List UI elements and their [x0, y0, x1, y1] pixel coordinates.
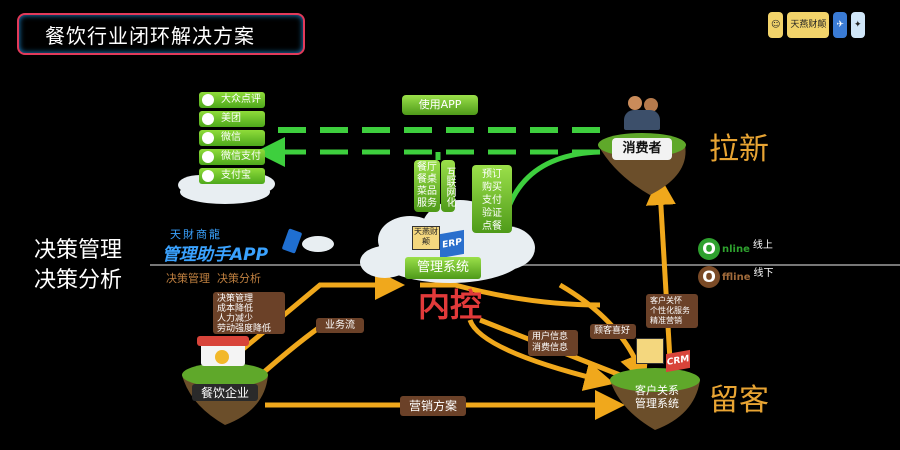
logo-face-icon: ☺	[768, 12, 784, 38]
erp-icon: ERP	[440, 229, 464, 259]
center-to-crm-line	[420, 282, 601, 308]
brand-logos: ☺ 天燕财颠 ✈ ✦	[768, 12, 865, 38]
dianping-icon	[202, 94, 214, 106]
marketing-plan-label: 营销方案	[400, 396, 466, 416]
user-info-label: 用户信息 消费信息	[528, 330, 578, 356]
platform-dianping[interactable]: 大众点评	[199, 92, 265, 108]
offline-label: 线下	[753, 267, 774, 279]
logo-badge-icon: ✦	[850, 12, 865, 38]
business-flow-arrow	[228, 270, 405, 362]
slide-title: 餐饮行业闭环解决方案	[17, 13, 305, 55]
restaurant-building-icon	[197, 332, 249, 368]
decision-sub-label: 决策管理 决策分析	[166, 272, 261, 285]
consumer-label: 消费者	[612, 138, 672, 160]
online-label: 线上	[752, 239, 773, 251]
management-system-label: 管理系统	[405, 257, 481, 279]
wechat-pay-icon	[202, 151, 214, 163]
restaurant-services-label: 餐厅 餐桌 菜品 服务	[414, 160, 440, 212]
step-verify: 验证	[482, 208, 502, 219]
use-app-label: 使用APP	[402, 95, 478, 115]
wechat-icon	[202, 132, 214, 144]
online-badge: O nline 线上	[698, 238, 773, 260]
brand-logo: 天燕财颠	[787, 12, 830, 38]
app-brand-top: 天財商龍	[170, 228, 222, 241]
internet-label: 互联网化	[441, 160, 455, 212]
platform-meituan[interactable]: 美团	[199, 111, 265, 127]
restaurant-enterprise-label: 餐饮企业	[192, 384, 258, 401]
decision-list: 决策管理 成本降低 人力减少 劳动强度降低	[213, 292, 285, 334]
crm-brand-icon	[636, 338, 664, 364]
alipay-icon	[202, 170, 214, 182]
logo-mark-icon: ✈	[833, 12, 847, 38]
decision-analysis-label: 决策分析	[34, 268, 123, 293]
step-booking: 预订	[482, 169, 502, 180]
step-pay: 支付	[482, 195, 502, 206]
crm-services: 客户关怀 个性化服务 精准营销	[646, 294, 698, 328]
platform-wechat-pay[interactable]: 微信支付	[199, 149, 265, 165]
platform-wechat[interactable]: 微信	[199, 130, 265, 146]
booking-steps: 预订 购买 支付 验证 点餐	[472, 165, 512, 233]
center-brand: 天燕财颠	[412, 226, 440, 250]
crm-to-consumer-arrow	[645, 175, 676, 361]
business-flow-label: 业务流	[316, 318, 364, 333]
retain-label: 留客	[709, 383, 769, 418]
app-brand-main: 管理助手APP	[162, 245, 269, 265]
crm-system-label: 客户关系 管理系统	[635, 384, 679, 410]
step-order: 点餐	[482, 221, 502, 232]
preference-arrow	[558, 282, 649, 384]
lax-new-label: 拉新	[709, 132, 769, 167]
step-buy: 购买	[482, 182, 502, 193]
decision-management-label: 决策管理	[34, 238, 123, 263]
internal-control-label: 内控	[418, 286, 483, 324]
offline-badge: O ffline 线下	[698, 266, 774, 288]
preference-label: 顾客喜好	[590, 324, 636, 339]
consumer-people-icon	[624, 96, 664, 132]
platform-alipay[interactable]: 支付宝	[199, 168, 265, 184]
user-info-arrow	[467, 318, 615, 391]
meituan-icon	[202, 113, 214, 125]
